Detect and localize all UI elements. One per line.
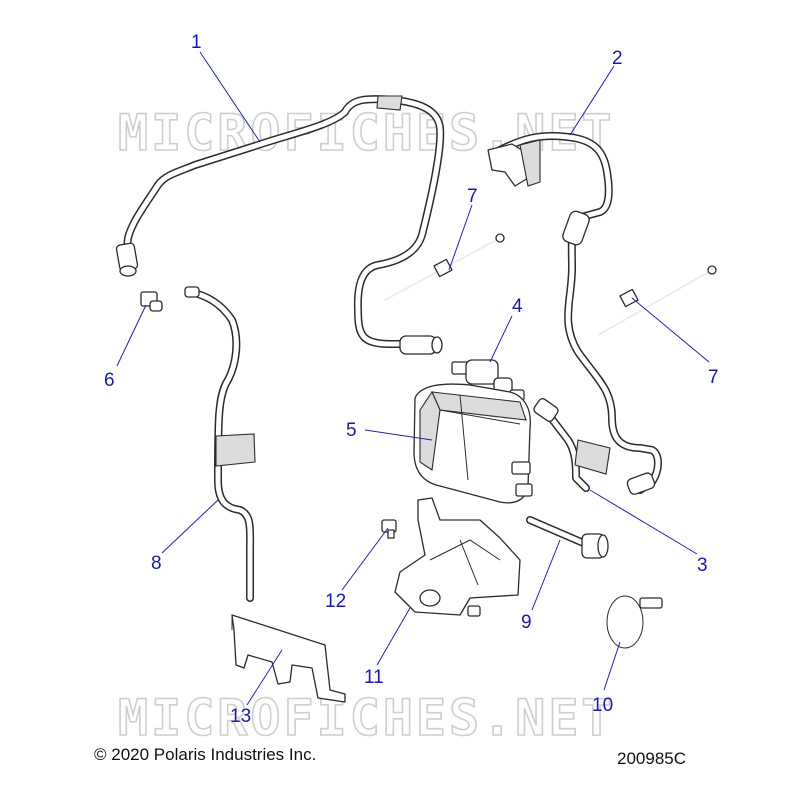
callout-3: 3 <box>697 555 708 576</box>
callout-1: 1 <box>191 32 202 53</box>
watermark-bottom: MICROFICHES.NET <box>118 689 615 747</box>
drain-hose-left <box>184 286 256 602</box>
mount-plate <box>231 614 346 703</box>
diagram-code: 200985C <box>617 749 687 768</box>
callout-4: 4 <box>512 296 523 317</box>
canister-bracket <box>394 497 521 616</box>
fitting <box>140 291 163 312</box>
callout-12: 12 <box>325 591 346 612</box>
callout-6: 6 <box>104 370 115 391</box>
callout-13: 13 <box>230 706 251 727</box>
callout-9: 9 <box>521 612 532 633</box>
tie-strap-left <box>384 233 505 301</box>
tie-strap-right <box>597 265 717 336</box>
evap-canister <box>413 383 533 504</box>
callout-8: 8 <box>151 553 162 574</box>
callout-7b: 7 <box>708 367 719 388</box>
vent-hose-long <box>115 95 445 355</box>
elbow-hose <box>533 398 611 492</box>
copyright-text: © 2020 Polaris Industries Inc. <box>94 745 317 764</box>
leader-lines <box>116 51 710 706</box>
callout-5: 5 <box>346 420 357 441</box>
callout-10: 10 <box>592 695 613 716</box>
vent-hose-right <box>487 131 662 495</box>
callout-11: 11 <box>364 667 384 688</box>
bolt <box>381 519 481 617</box>
short-hose <box>526 516 609 559</box>
callout-7a: 7 <box>467 186 478 207</box>
hose-clamp <box>606 595 663 649</box>
callout-2: 2 <box>612 48 623 69</box>
